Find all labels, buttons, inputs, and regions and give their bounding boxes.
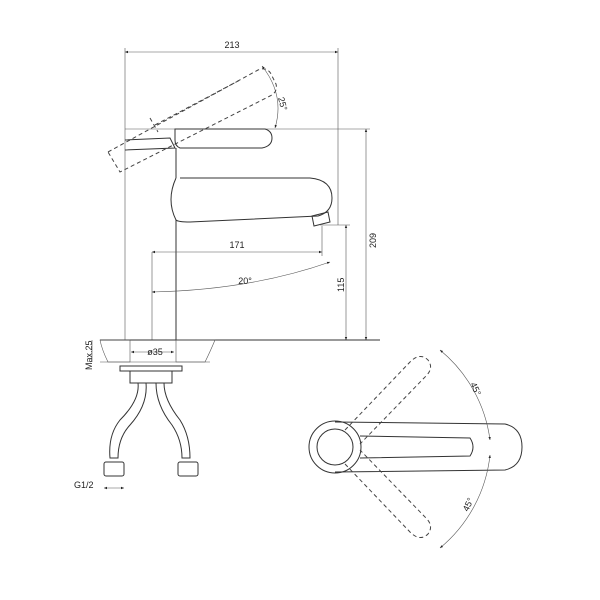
height-dimension-label: 209 <box>368 233 378 248</box>
spout-height-label: 115 <box>336 278 346 292</box>
spout-reach-label: 171 <box>229 240 244 250</box>
spout-angle-label: 20° <box>238 276 252 286</box>
lever-left-position <box>344 356 432 445</box>
hose-left <box>109 382 147 459</box>
spout <box>175 177 333 223</box>
angle-bottom-label: 45° <box>461 496 476 513</box>
hole-diameter-label: ø35 <box>147 347 163 357</box>
lever-angle-arc <box>261 65 279 129</box>
top-view: 45° 45° <box>308 349 523 549</box>
nut-right <box>177 461 199 477</box>
body-top <box>308 420 362 474</box>
spout-top <box>334 421 523 473</box>
lever-raised-outline <box>107 68 277 173</box>
angle-top-label: 45° <box>468 381 483 398</box>
aerator <box>311 211 331 227</box>
lever-angle-label: 25° <box>276 96 289 112</box>
max-counter-label: Max.25 <box>84 340 94 370</box>
width-dimension-label: 213 <box>224 40 239 50</box>
thread-label: G1/2 <box>74 480 94 490</box>
lever-right-position <box>344 449 432 538</box>
side-view: 213 25° 209 115 171 <box>74 40 380 490</box>
nut-left <box>103 461 125 477</box>
lever <box>174 128 273 149</box>
hose-right <box>155 382 191 459</box>
